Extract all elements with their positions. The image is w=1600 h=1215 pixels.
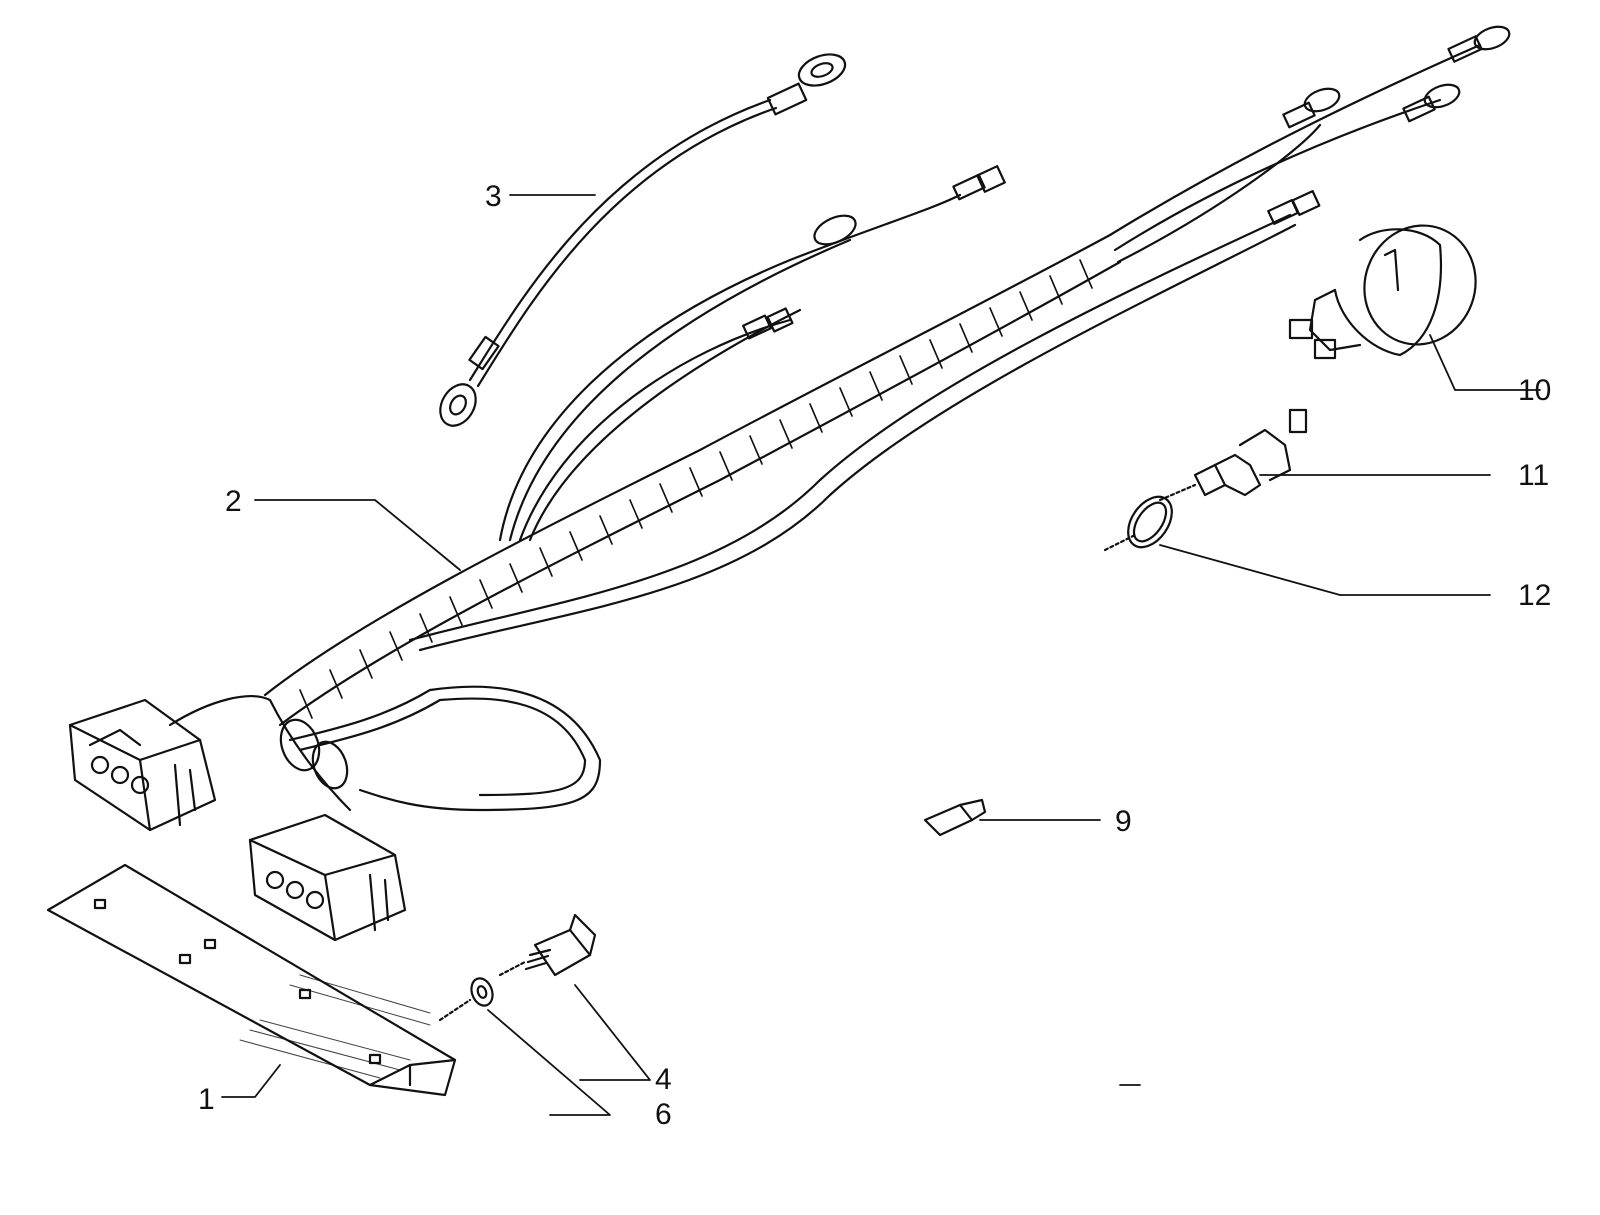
callout-label-4: 4	[655, 1063, 672, 1096]
part-4-screw	[498, 913, 597, 977]
part-3-ground-cable	[439, 53, 847, 427]
callout-label-12: 12	[1518, 579, 1552, 612]
callout-label-2: 2	[225, 485, 242, 518]
part-1-bracket	[46, 863, 457, 1097]
leader-lines	[221, 194, 1541, 1116]
callout-label-11: 11	[1518, 459, 1550, 492]
part-10-starter-switch	[1288, 224, 1477, 360]
callout-label-9: 9	[1115, 805, 1132, 838]
part-11-sensor	[1158, 408, 1308, 502]
callout-label-1: 1	[198, 1083, 215, 1116]
callout-label-3: 3	[485, 180, 502, 213]
part-6-washer	[438, 977, 494, 1022]
part-9-terminal	[923, 798, 987, 837]
callout-label-6: 6	[655, 1098, 672, 1131]
part-12-sealing-ring	[1103, 495, 1173, 552]
part-2-wiring-harness	[68, 25, 1511, 942]
callout-label-10: 10	[1518, 374, 1552, 407]
